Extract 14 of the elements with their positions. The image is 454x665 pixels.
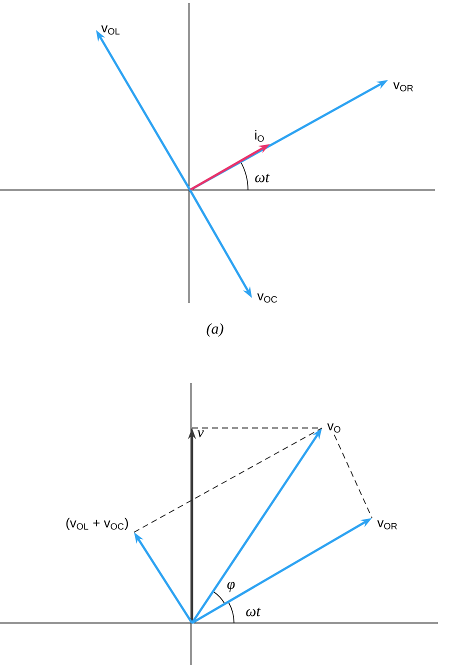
vector-label: v$_{OC}$ xyxy=(257,293,277,303)
vector-label: (v$_{OL}$ + v$_{OC}$) xyxy=(66,518,128,530)
vector-label: i$_{O}$ xyxy=(255,130,264,142)
vector-label: v xyxy=(197,430,204,438)
vector-label: v$_{OR}$ xyxy=(393,82,413,92)
vector-label: v$_{OL}$ xyxy=(101,25,120,35)
dashed-line xyxy=(134,428,322,533)
angle-label: ωt xyxy=(255,174,270,182)
vector-label: v$_{OR}$ xyxy=(377,520,397,530)
angle-label: φ xyxy=(227,582,235,592)
figure-caption: (a) xyxy=(206,323,224,337)
vector-label: v$_{O}$ xyxy=(327,423,340,433)
dashed-line xyxy=(334,434,372,518)
angle-label: ωt xyxy=(246,608,261,616)
